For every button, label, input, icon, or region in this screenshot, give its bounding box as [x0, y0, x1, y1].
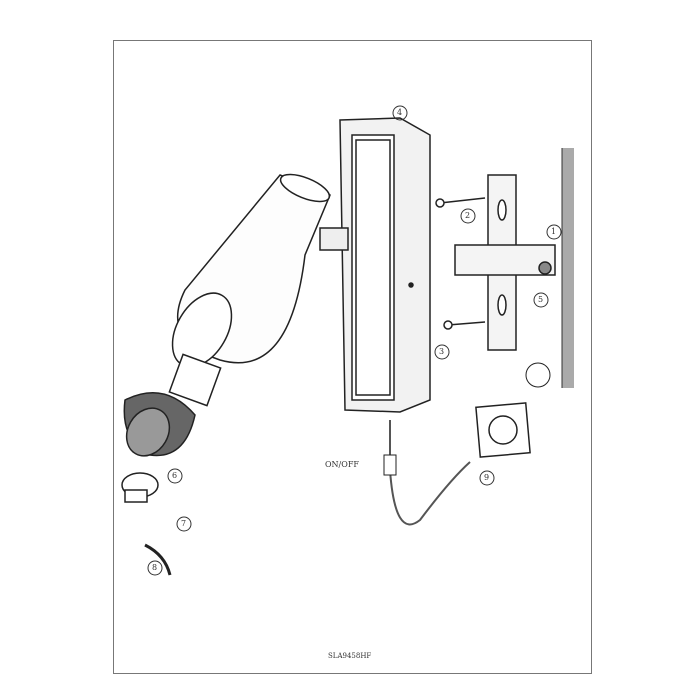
page-border	[113, 40, 592, 674]
power-cable	[389, 420, 471, 526]
wall-socket	[475, 402, 531, 458]
on-off-switch	[383, 454, 397, 476]
callout-markers	[147, 105, 562, 576]
rotate-arrow	[144, 543, 172, 576]
callout-8: 8	[152, 563, 158, 572]
callout-2: 2	[465, 211, 471, 220]
cable-detail-inset	[525, 362, 551, 388]
model-code: SLA9458HF	[328, 652, 372, 660]
wall-plate	[339, 117, 431, 413]
screws	[435, 197, 486, 330]
lamp-shade	[171, 173, 349, 368]
callout-4: 4	[397, 108, 403, 117]
callout-7: 7	[181, 519, 187, 528]
mounting-bracket	[454, 174, 556, 351]
gu10-bulb	[123, 353, 222, 457]
callout-3: 3	[439, 347, 445, 356]
callout-5: 5	[538, 295, 544, 304]
retaining-ring	[121, 472, 159, 503]
callout-1: 1	[551, 227, 557, 236]
callout-6: 6	[172, 471, 178, 480]
callout-9: 9	[484, 473, 490, 482]
switch-label: ON/OFF	[325, 460, 359, 469]
wall	[561, 148, 574, 388]
